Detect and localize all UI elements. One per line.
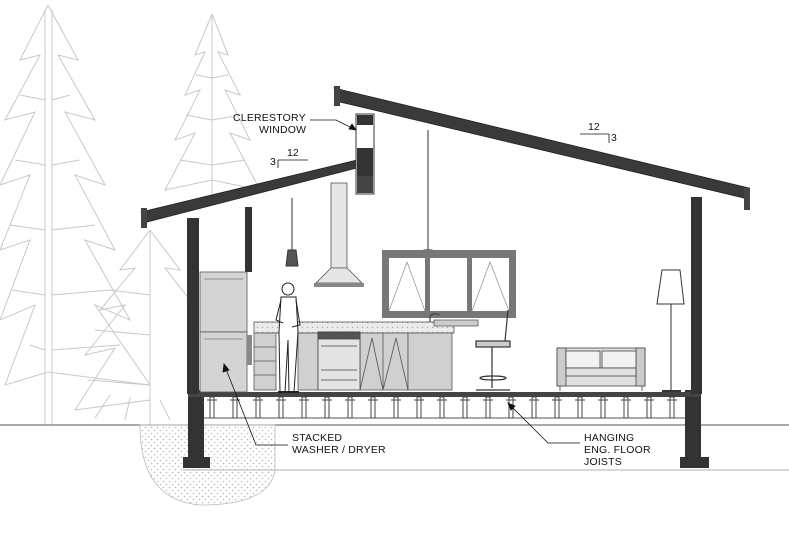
pitch-mark-right: [580, 133, 610, 143]
floor-joist: [554, 396, 560, 419]
floor-joist: [485, 396, 491, 419]
interior-post: [245, 207, 252, 272]
bar-top: [433, 319, 479, 327]
floor-joist: [347, 396, 353, 419]
right-wall: [691, 197, 702, 394]
floor-joist: [600, 396, 606, 419]
bar-stool: [475, 309, 511, 391]
pitch-right-rise: 3: [611, 132, 617, 144]
floor-joist: [370, 396, 376, 419]
floor-joist: [531, 396, 537, 419]
low-roof-fascia: [141, 208, 147, 228]
leader-washer-dryer: [222, 363, 288, 446]
pitch-left-run: 12: [287, 147, 299, 159]
tree-middle-background: [164, 13, 261, 200]
floor-joist: [669, 396, 675, 419]
callout-clerestory-line1: CLERESTORY: [233, 112, 306, 124]
leader-floor-joists: [507, 402, 580, 444]
floor-joist: [393, 396, 399, 419]
range-hood-duct: [330, 182, 348, 269]
callout-floor-joists-line1: HANGING: [584, 432, 635, 444]
pitch-mark-left: [277, 159, 308, 168]
callout-floor-joists-line3: JOISTS: [584, 456, 622, 468]
pendant-light-left: [285, 198, 299, 267]
floor-joists: [207, 396, 677, 419]
floor-joist: [577, 396, 583, 419]
high-roof-fascia: [334, 86, 340, 106]
floor-joist: [255, 396, 261, 419]
pendant-light-right: [421, 130, 435, 268]
high-roof-eave: [744, 188, 750, 210]
high-roof: [333, 87, 750, 199]
floor-joist: [416, 396, 422, 419]
left-footing: [183, 457, 210, 468]
floor-joist: [278, 396, 284, 419]
pitch-right-run: 12: [588, 121, 600, 133]
sink-faucet: [429, 313, 441, 322]
callout-washer-dryer-line1: STACKED: [292, 432, 343, 444]
range-hood: [315, 267, 363, 284]
leader-clerestory: [310, 119, 357, 131]
callout-floor-joists-line2: ENG. FLOOR: [584, 444, 651, 456]
person-figure: [275, 282, 301, 393]
tree-front-background: [73, 229, 191, 425]
callout-clerestory-line2: WINDOW: [259, 124, 307, 136]
kitchen-window: [382, 250, 516, 318]
callout-clerestory: CLERESTORY WINDOW: [233, 112, 306, 136]
tree-left-background: [0, 4, 152, 425]
sofa: [556, 347, 646, 391]
floor-joist: [439, 396, 445, 419]
callout-washer-dryer-line2: WASHER / DRYER: [292, 444, 386, 456]
callout-washer-dryer: STACKED WASHER / DRYER: [292, 432, 386, 456]
floor-joist: [462, 396, 468, 419]
base-cabinets: [253, 332, 453, 391]
floor-joist: [232, 396, 238, 419]
floor-lamp: [656, 269, 685, 392]
floor-joist: [209, 396, 215, 419]
floor-joist: [301, 396, 307, 419]
right-footing: [680, 457, 709, 468]
stacked-washer-dryer: [199, 271, 252, 393]
range-oven: [317, 331, 361, 391]
right-post: [685, 390, 701, 458]
callout-floor-joists: HANGING ENG. FLOOR JOISTS: [584, 432, 651, 468]
left-wall: [187, 218, 199, 394]
pitch-left-rise: 3: [270, 156, 276, 168]
left-post: [188, 390, 204, 458]
floor-joist: [324, 396, 330, 419]
floor-joist: [646, 396, 652, 419]
floor-joist: [623, 396, 629, 419]
floor-deck: [188, 392, 700, 397]
